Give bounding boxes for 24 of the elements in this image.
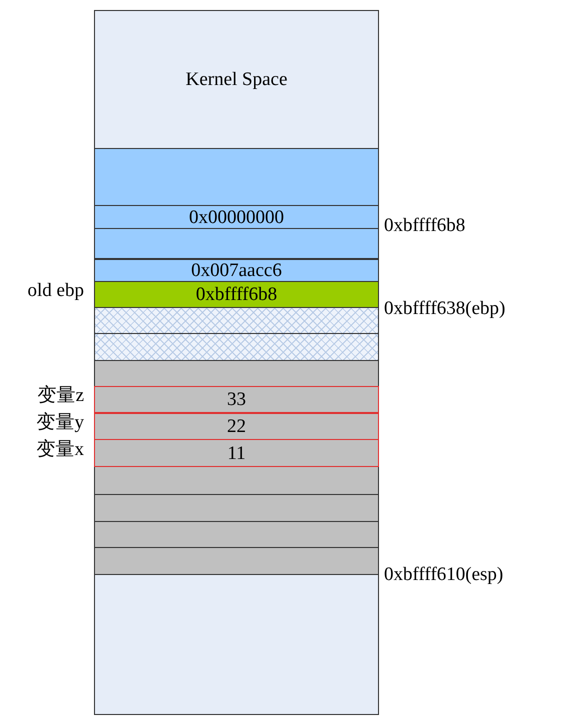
memory-cell: [94, 494, 379, 522]
memory-cell: Kernel Space: [94, 10, 379, 149]
variable-label: 变量y: [36, 413, 84, 432]
variable-label: 变量z: [38, 386, 84, 405]
memory-cell: [94, 521, 379, 548]
memory-cell: 0x00000000: [94, 205, 379, 229]
address-label: 0xbffff6b8: [384, 216, 466, 235]
memory-cell: [94, 333, 379, 361]
memory-cell: [94, 148, 379, 206]
address-label: 0xbffff610(esp): [384, 565, 504, 584]
variable-label: old ebp: [28, 281, 84, 300]
memory-cell: [94, 547, 379, 575]
memory-cell: 11: [94, 439, 379, 467]
memory-cell: 22: [94, 413, 379, 440]
memory-cell: [94, 307, 379, 334]
memory-cell: [94, 360, 379, 387]
memory-cell: [94, 228, 379, 259]
memory-cell: [94, 466, 379, 495]
variable-label: 变量x: [36, 440, 84, 458]
memory-cell: 0x007aacc6: [94, 259, 379, 282]
memory-cell: [94, 574, 379, 715]
memory-cell: 0xbffff6b8: [94, 281, 379, 308]
address-label: 0xbffff638(ebp): [384, 299, 506, 318]
memory-cell: 33: [94, 386, 379, 413]
